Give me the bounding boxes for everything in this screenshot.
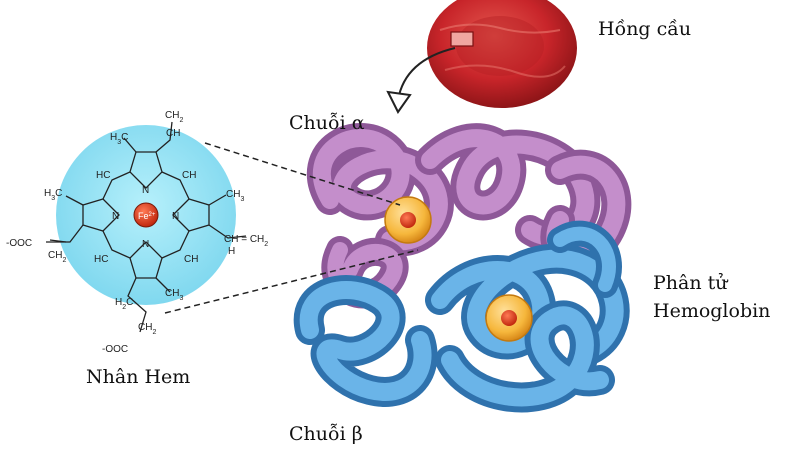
svg-text:H3C: H3C	[44, 188, 62, 202]
svg-text:CH2: CH2	[165, 110, 183, 124]
svg-text:H2C: H2C	[115, 297, 133, 311]
svg-text:CH: CH	[184, 254, 198, 265]
svg-text:CH: CH	[182, 170, 196, 181]
zoom-dash-upper	[204, 142, 401, 206]
svg-text:H: H	[228, 246, 235, 257]
svg-text:HC: HC	[96, 170, 110, 181]
iron-charge: 2+	[149, 212, 156, 218]
svg-text:CH2: CH2	[48, 250, 66, 264]
svg-text:HC: HC	[94, 254, 108, 265]
heme-nucleus-label: Nhân Hem	[86, 366, 191, 388]
iron-atom	[133, 202, 159, 228]
svg-text:CH2: CH2	[138, 322, 156, 336]
iron-label: Fe	[138, 211, 149, 221]
nitrogen-bottom: N	[142, 239, 149, 250]
nitrogen-top: N	[142, 185, 149, 196]
zoom-dash-lower	[164, 249, 419, 314]
hemoglobin-label-line2: Hemoglobin	[653, 300, 771, 322]
heme-structure: Fe2+ N N N N H3C CH2 CH HC CH CH3 CH = C…	[6, 110, 268, 355]
svg-text:Fe2+: Fe2+	[138, 211, 156, 221]
zoom-arrow	[386, 47, 456, 114]
beta-chain	[293, 220, 630, 413]
red-blood-cell	[427, 0, 577, 108]
heme-group-alpha	[384, 196, 432, 244]
svg-text:CH: CH	[166, 128, 180, 139]
cell-selection-box	[450, 31, 474, 47]
svg-text:CH3: CH3	[165, 288, 183, 302]
heme-group-beta	[485, 294, 533, 342]
alpha-chain-label: Chuỗi α	[289, 112, 365, 134]
red-blood-cell-label: Hồng cầu	[598, 18, 692, 40]
nitrogen-left: N	[112, 211, 119, 222]
svg-text:CH3: CH3	[226, 189, 244, 203]
carboxylate-left: -OOC	[6, 238, 32, 249]
svg-text:H3C: H3C	[110, 132, 128, 146]
nitrogen-right: N	[172, 211, 179, 222]
hemoglobin-molecule	[293, 123, 632, 413]
hemoglobin-label-line1: Phân tử	[653, 272, 728, 294]
beta-chain-label: Chuỗi β	[289, 423, 363, 445]
svg-text:CH = CH2: CH = CH2	[224, 234, 268, 248]
carboxylate-bottom: -OOC	[102, 344, 128, 355]
